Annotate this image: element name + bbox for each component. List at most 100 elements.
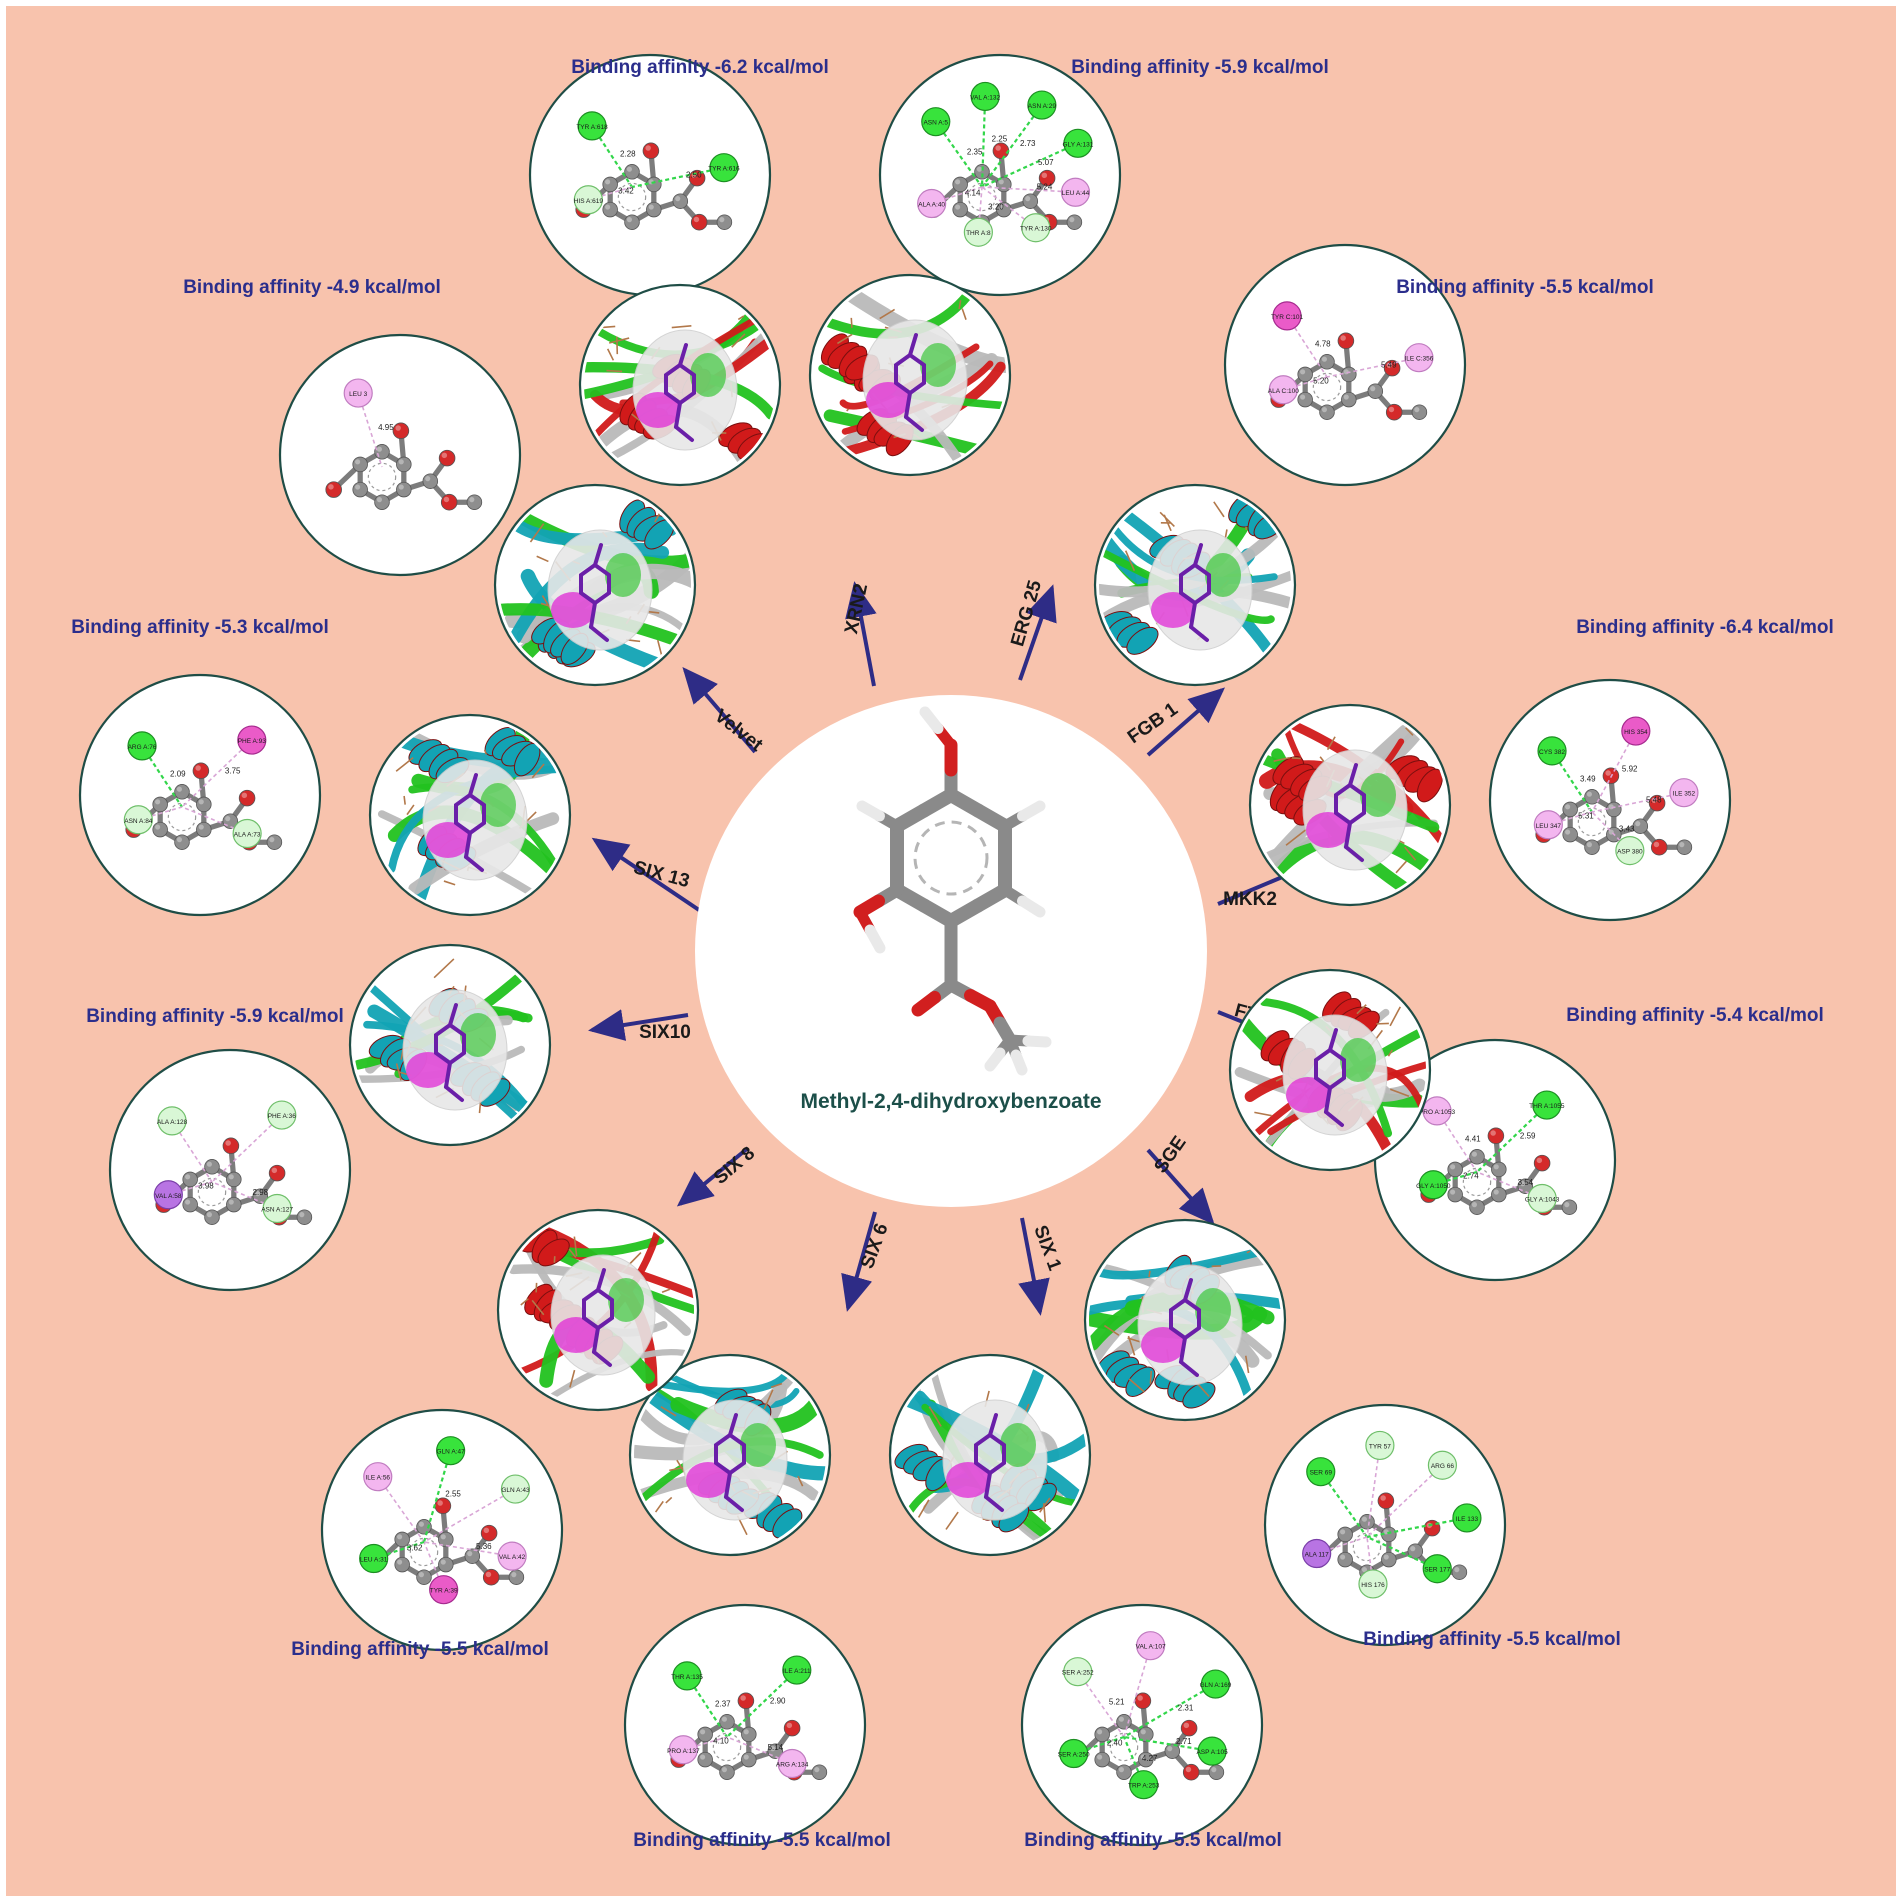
bond-distance-label: 3.54 xyxy=(1518,1178,1534,1187)
interaction-line xyxy=(1319,1471,1368,1538)
interaction-line xyxy=(141,745,183,808)
interaction-diagram-circle xyxy=(623,1603,867,1847)
target-label: MKK2 xyxy=(1223,889,1277,910)
protein-binding-pocket-icon xyxy=(584,305,776,477)
center-ligand: Methyl-2,4-dihydroxybenzoate xyxy=(695,695,1207,1207)
residue-node xyxy=(573,185,603,215)
bond-distance-label: 4.10 xyxy=(713,1736,729,1745)
center-ligand-label: Methyl-2,4-dihydroxybenzoate xyxy=(800,1090,1101,1113)
interaction-line xyxy=(1436,1110,1478,1173)
interaction-line xyxy=(1366,1445,1381,1538)
residue-node xyxy=(963,217,993,247)
residue-node xyxy=(1422,1554,1452,1584)
residue-label: GLN A:43 xyxy=(501,1487,530,1494)
bond-distance-label: 2.71 xyxy=(1176,1737,1192,1746)
target-arrow xyxy=(588,1009,689,1041)
target-arrow xyxy=(1146,1148,1215,1225)
residue-node xyxy=(1669,778,1699,808)
bond-distance-label: 2.50 xyxy=(686,170,702,179)
residue-node xyxy=(1532,1090,1562,1120)
ligand-3d-stick-model-icon xyxy=(853,706,1052,1076)
bond-distance-label: 5.48 xyxy=(1646,795,1662,804)
bond-distance-label: 4.95 xyxy=(378,423,394,432)
binding-affinity-label: Binding affinity -5.9 kcal/mol xyxy=(1071,57,1329,78)
residue-node xyxy=(782,1655,812,1685)
target-arrow xyxy=(841,1211,877,1312)
residue-node xyxy=(123,805,153,835)
interaction-line xyxy=(726,1736,793,1765)
interaction-line xyxy=(1366,1516,1468,1539)
residue-node xyxy=(1136,1631,1166,1661)
bond-distance-label: 4.41 xyxy=(1465,1134,1481,1143)
residue-node xyxy=(1533,810,1563,840)
bond-distance-label: 3.43 xyxy=(1619,824,1635,833)
residue-node xyxy=(917,188,947,219)
interaction-line xyxy=(377,1476,425,1543)
interaction-line xyxy=(981,186,1076,194)
residue-label: GLY A:1043 xyxy=(1525,1196,1560,1203)
residue-label: SER A:252 xyxy=(1062,1670,1094,1677)
residue-node xyxy=(1060,177,1091,207)
interaction-line xyxy=(1077,1671,1125,1738)
residue-label: TYR A:618 xyxy=(576,124,608,131)
residue-node xyxy=(709,153,739,183)
residue-node xyxy=(921,107,951,137)
residue-label: HIS A:619 xyxy=(574,198,604,205)
residue-label: LEU A:31 xyxy=(360,1557,388,1564)
residue-node xyxy=(1059,1738,1089,1769)
binding-affinity-label: Binding affinity -5.5 kcal/mol xyxy=(633,1830,891,1851)
residue-node xyxy=(777,1748,807,1779)
binding-affinity-label: Binding affinity -5.5 kcal/mol xyxy=(291,1639,549,1660)
bond-distance-label: 2.40 xyxy=(1107,1738,1123,1747)
residue-label: ASN A:84 xyxy=(124,818,153,825)
residue-label: PRO A:137 xyxy=(667,1748,700,1755)
residue-label: ASP 380 xyxy=(1617,849,1643,856)
residue-node xyxy=(500,1474,531,1504)
residue-node xyxy=(1200,1669,1231,1699)
residue-node xyxy=(157,1106,187,1136)
interaction-line xyxy=(211,1181,278,1210)
interaction-line xyxy=(181,739,253,808)
residue-label: HIS 354 xyxy=(1624,729,1648,736)
residue-label: TRP A:253 xyxy=(1128,1783,1160,1790)
residue-node xyxy=(1272,301,1302,331)
residue-node xyxy=(672,1661,702,1691)
residue-label: ARG 66 xyxy=(1431,1463,1455,1470)
target-label: SIX10 xyxy=(639,1022,691,1043)
target-arrow xyxy=(1018,584,1057,681)
target-arrow xyxy=(1018,1217,1050,1316)
ligand-2d-structure-icon xyxy=(670,1692,828,1781)
residue-label: GLN A:47 xyxy=(437,1449,466,1456)
residue-node xyxy=(1537,736,1567,766)
residue-node xyxy=(359,1543,389,1574)
binding-affinity-label: Binding affinity -5.5 kcal/mol xyxy=(1024,1830,1282,1851)
bond-distance-label: 3.75 xyxy=(225,767,241,776)
bond-distance-label: 5.31 xyxy=(1578,811,1594,820)
residue-label: LEU 3 xyxy=(349,391,367,398)
binding-affinity-label: Binding affinity -5.5 kcal/mol xyxy=(1396,277,1654,298)
interaction-line xyxy=(211,1114,283,1183)
interaction-line xyxy=(980,96,987,188)
interaction-line xyxy=(181,806,248,835)
residue-node xyxy=(1021,213,1051,243)
protein-binding-pocket-icon xyxy=(634,1361,826,1551)
bond-distance-label: 2.25 xyxy=(992,135,1008,144)
residue-node xyxy=(343,378,373,408)
interaction-line xyxy=(1123,1683,1217,1738)
residue-label: SER A:250 xyxy=(1058,1752,1090,1759)
binding-affinity-label: Binding affinity -5.3 kcal/mol xyxy=(71,617,329,638)
bond-distance-label: 2.28 xyxy=(620,149,636,158)
residue-label: THR A:8 xyxy=(966,230,991,237)
protein-binding-pocket-icon xyxy=(374,719,566,911)
interaction-line xyxy=(631,166,725,189)
interaction-line xyxy=(422,1450,452,1543)
bond-distance-label: 2.90 xyxy=(770,1697,786,1706)
protein-binding-pocket-icon xyxy=(502,1214,694,1405)
ligand-2d-structure-icon xyxy=(367,1497,525,1586)
residue-label: ILE A:211 xyxy=(783,1668,811,1675)
residue-node xyxy=(363,1462,393,1492)
interaction-line xyxy=(423,1488,516,1543)
binding-affinity-label: Binding affinity -6.2 kcal/mol xyxy=(571,57,829,78)
